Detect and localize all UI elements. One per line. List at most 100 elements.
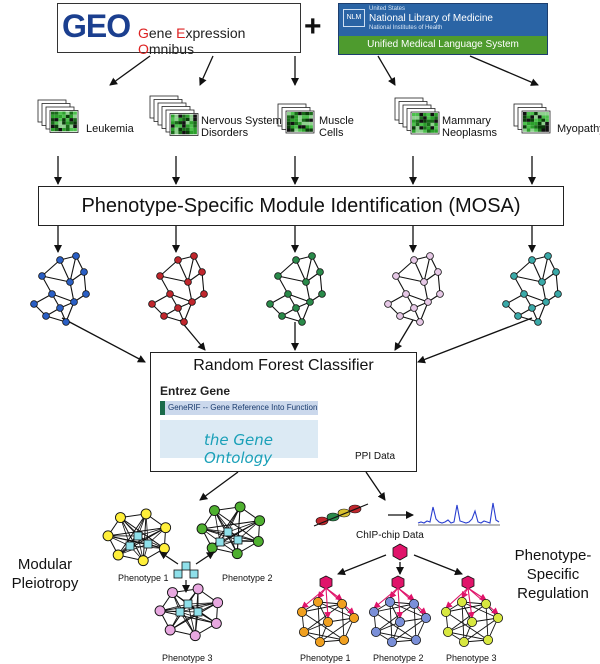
target-regulator: [461, 575, 475, 590]
label-leukemia: Leukemia: [86, 123, 134, 135]
cluster-hub-edge: [219, 520, 260, 543]
left-phenotype-3-label: Phenotype 3: [162, 653, 213, 663]
heatmap-cell: [290, 128, 295, 132]
heatmap-cell: [419, 122, 424, 127]
heatmap-cell: [69, 118, 74, 122]
heatmap-cell: [65, 124, 70, 128]
regulated-gene: [314, 637, 325, 648]
random-forest-title: Random Forest Classifier: [193, 357, 374, 374]
network-node: [502, 300, 510, 308]
heatmap-cell: [189, 131, 194, 135]
heatmap-cell: [174, 117, 179, 122]
heatmap-cell: [171, 121, 175, 125]
heatmap-cell: [545, 115, 549, 119]
cluster-edge: [117, 527, 166, 556]
heatmap-cell: [185, 124, 190, 128]
right-phenotype-1-label: Phenotype 1: [300, 653, 351, 663]
network-edge: [287, 293, 311, 303]
heatmap-cell: [287, 121, 291, 126]
classifier-arrow: [394, 319, 414, 351]
heatmap-cell: [412, 126, 416, 130]
heatmap-cell: [185, 117, 190, 122]
heatmap-cell: [419, 116, 424, 120]
regulated-gene: [312, 597, 323, 608]
label-mammary-line1: Mammary: [442, 115, 491, 127]
network-node: [166, 290, 174, 298]
heatmap-cell: [526, 121, 531, 126]
heatmap-cell: [54, 118, 59, 122]
heatmap-cell: [51, 118, 55, 122]
heatmap-cell: [415, 129, 420, 133]
heatmap-cell: [541, 115, 546, 119]
network-node: [72, 252, 80, 260]
shared-module-node: [125, 541, 135, 551]
heatmap-cell: [541, 125, 546, 129]
branch-arrow: [365, 471, 386, 501]
phenotype3-node: [210, 618, 222, 629]
heatmap-cell: [182, 124, 186, 128]
heatmap-cell: [419, 113, 424, 117]
heatmap-cell: [530, 121, 535, 126]
network-node: [184, 278, 192, 286]
network-edge: [513, 275, 543, 283]
heatmap-cell: [309, 121, 313, 126]
tf-arrow: [413, 554, 463, 576]
regulation-edge: [389, 601, 427, 619]
heatmap-cell: [58, 111, 63, 115]
phenotype-specific-regulation-line3: Regulation: [517, 585, 589, 602]
heatmap-cell: [537, 128, 542, 132]
left-phenotype-2-label: Phenotype 2: [222, 573, 273, 583]
network-node: [82, 290, 90, 298]
regulated-gene: [458, 637, 469, 648]
network-node: [174, 256, 182, 264]
regulation-edge: [485, 603, 489, 641]
gene-ontology-logo: the Gene Ontology: [204, 431, 273, 467]
regulation-edge: [375, 631, 417, 641]
heatmap-cell: [526, 128, 531, 132]
heatmap-cell: [58, 121, 63, 125]
network-node: [180, 318, 188, 326]
source-arrow: [199, 55, 214, 86]
heatmap-cell: [174, 131, 179, 135]
heatmap-cell: [434, 113, 438, 117]
heatmap-cell: [541, 118, 546, 122]
heatmap-cell: [534, 115, 538, 119]
heatmap-cell: [430, 126, 435, 130]
regulation-edge: [341, 603, 345, 641]
generif-banner: GeneRIF -- Gene Reference Into Function: [160, 401, 318, 415]
regulated-gene: [466, 617, 477, 628]
transcription-factor: [392, 543, 408, 561]
umls-bar: Unified Medical Language System: [339, 36, 547, 54]
heatmap-cell: [58, 114, 63, 119]
heatmap-cell: [545, 125, 549, 129]
regulation-edge: [303, 631, 345, 641]
heatmap-cell: [537, 121, 542, 126]
cluster-edge: [120, 517, 165, 549]
network-node: [510, 272, 518, 280]
cluster-edge: [120, 517, 144, 561]
heatmap-cell: [523, 112, 527, 116]
regulated-gene: [336, 599, 347, 610]
phenotype1-node: [140, 508, 152, 520]
chip-signal: [417, 502, 500, 524]
phenotype2-node: [254, 515, 266, 527]
regulation-edge: [375, 603, 415, 633]
phenotype3-node: [154, 605, 166, 617]
shared-module-node: [181, 561, 191, 571]
regulated-gene: [410, 635, 421, 646]
heatmap-cell: [290, 115, 295, 119]
network-node: [198, 268, 206, 276]
heatmap-cell: [309, 112, 313, 116]
cluster-hub-edge: [219, 506, 241, 543]
right-phenotype-2-label: Phenotype 2: [373, 653, 424, 663]
heatmap-cell: [182, 114, 186, 118]
heatmap-cell: [305, 125, 310, 129]
heatmap-cell: [193, 121, 197, 125]
heatmap-cell: [430, 116, 435, 120]
cluster-hub-edge: [201, 528, 239, 541]
heatmap-cell: [426, 126, 431, 130]
heatmap-cell: [526, 115, 531, 119]
phenotype2-node: [234, 501, 246, 513]
regulation-edge: [303, 603, 343, 633]
heatmap-cell: [287, 125, 291, 129]
